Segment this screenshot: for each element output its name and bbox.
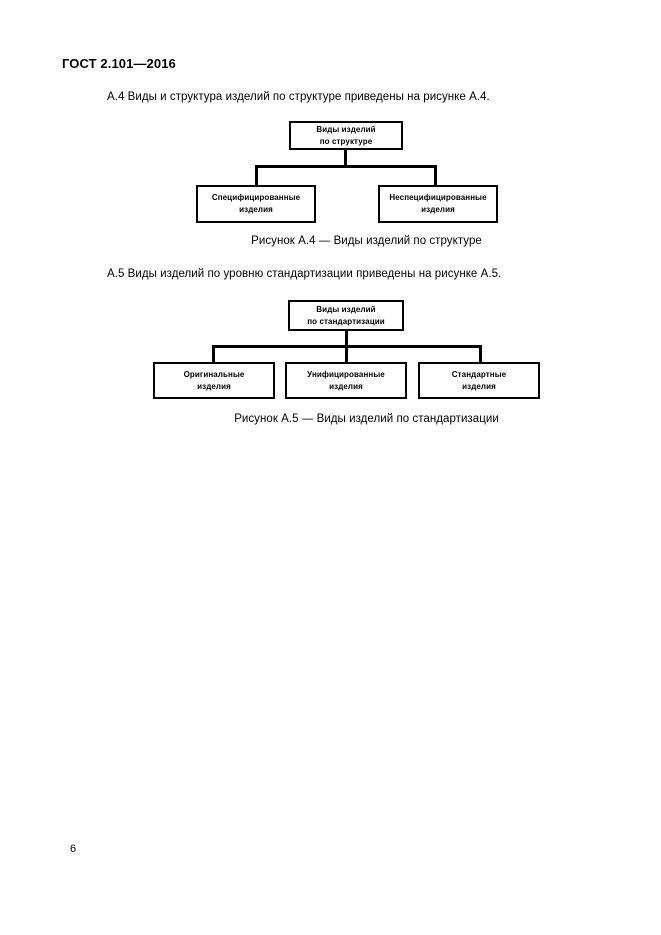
figure-a5-child-1-line2: изделия <box>197 381 231 391</box>
figure-a5-caption: Рисунок А.5 — Виды изделий по стандартиз… <box>234 413 499 425</box>
figure-a5-connector-stem <box>345 331 348 347</box>
figure-a5-child-node-2: Унифицированные изделия <box>285 362 407 399</box>
figure-a5-connector-right <box>479 345 482 363</box>
figure-a4-connector-stem <box>344 150 347 166</box>
figure-a4-child-1-line1: Специфицированные <box>211 193 301 203</box>
figure-a5-root-node: Виды изделий по стандартизации <box>288 300 404 331</box>
figure-a4-child-node-2: Неспецифицированные изделия <box>378 185 498 223</box>
figure-a4-caption: Рисунок А.4 — Виды изделий по структуре <box>251 235 482 247</box>
paragraph-a4: А.4 Виды и структура изделий по структур… <box>107 91 490 103</box>
document-standard-header: ГОСТ 2.101—2016 <box>62 56 176 71</box>
figure-a5-child-node-1: Оригинальные изделия <box>153 362 275 399</box>
figure-a4-connector-bus <box>255 165 437 168</box>
figure-a4-root-line1: Виды изделий <box>316 124 376 134</box>
figure-a4-child-node-1: Специфицированные изделия <box>196 185 316 223</box>
figure-a4-root-node: Виды изделий по структуре <box>289 121 403 150</box>
figure-a4-child-2-line2: изделия <box>421 205 455 214</box>
figure-a5-child-1-line1: Оригинальные <box>183 369 245 379</box>
figure-a4-connector-left <box>255 165 258 186</box>
figure-a4-child-2-line1: Неспецифицированные <box>389 193 487 203</box>
figure-a5-child-3-line1: Стандартные <box>451 369 507 379</box>
figure-a5-connector-middle <box>345 345 348 363</box>
figure-a5-child-2-line2: изделия <box>329 381 363 391</box>
figure-a4-connector-right <box>434 165 437 186</box>
figure-a5-connector-left <box>212 345 215 363</box>
figure-a5-child-node-3: Стандартные изделия <box>418 362 540 399</box>
figure-a5-child-3-line2: изделия <box>462 381 496 391</box>
page-number: 6 <box>70 843 77 855</box>
figure-a5-child-2-line1: Унифицированные <box>307 369 385 379</box>
figure-a5-root-line2: по стандартизации <box>307 316 385 326</box>
figure-a5-root-line1: Виды изделий <box>316 304 376 314</box>
figure-a4-root-line2: по структуре <box>319 136 373 146</box>
figure-a4-child-1-line2: изделия <box>239 205 273 214</box>
paragraph-a5: А.5 Виды изделий по уровню стандартизаци… <box>107 268 502 280</box>
